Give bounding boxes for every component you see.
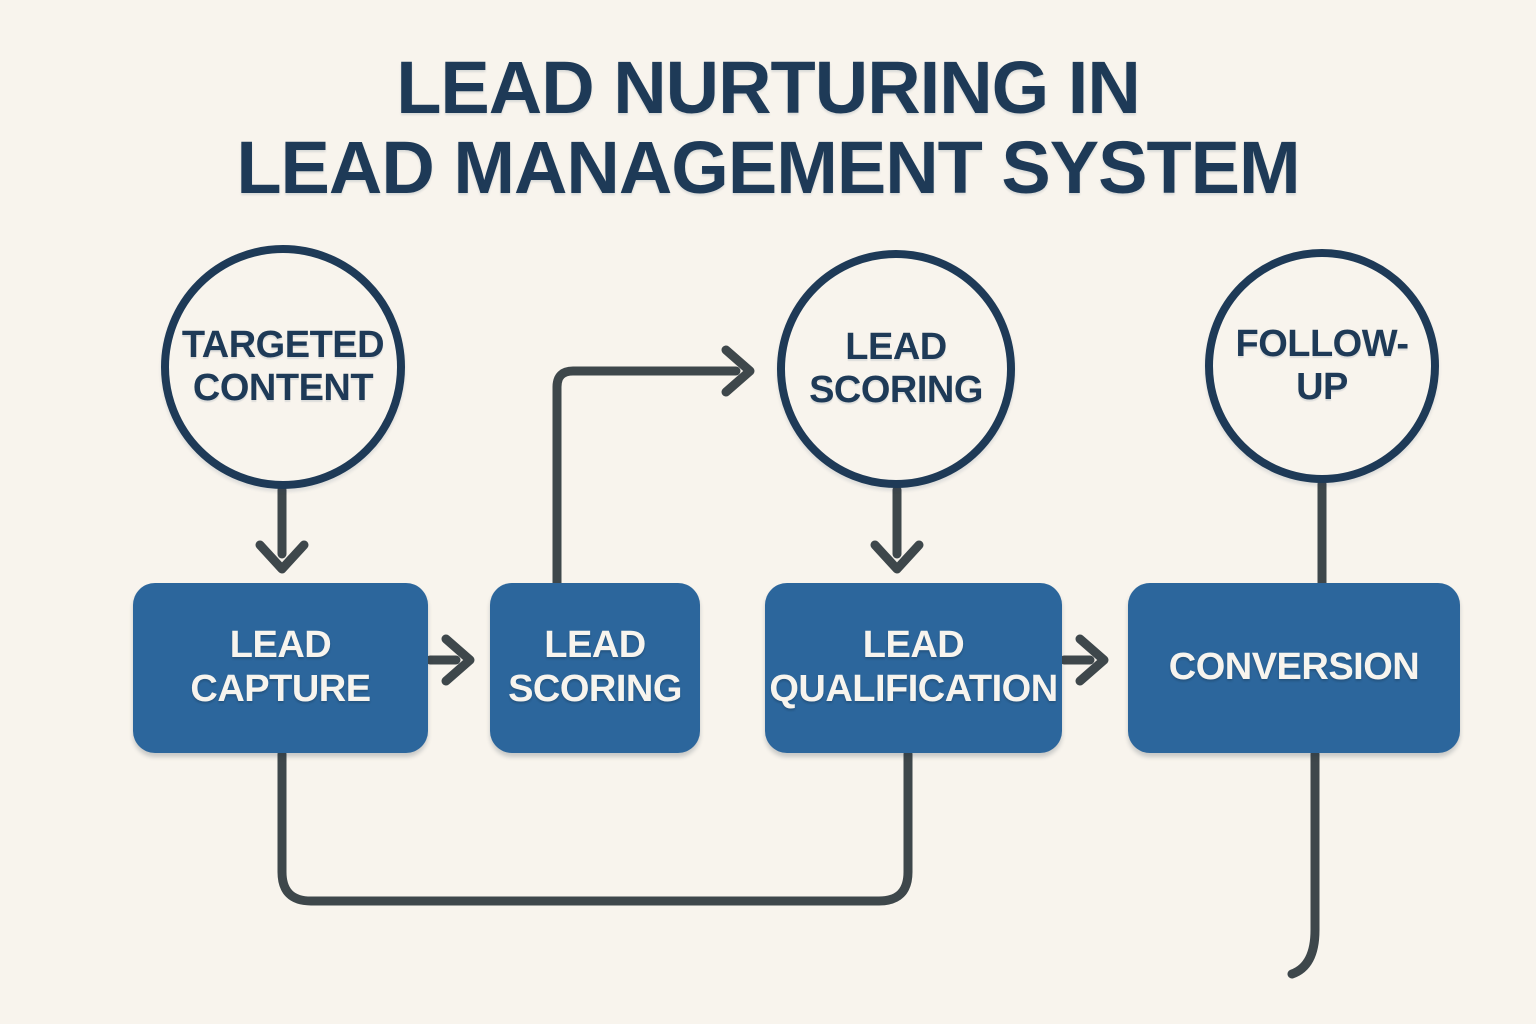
box-node-lead-qualification: LEAD QUALIFICATION: [765, 583, 1062, 753]
circle-label: FOLLOW-: [1235, 323, 1409, 366]
circle-label: SCORING: [809, 369, 983, 411]
arrow-lead-scoring-circle-to-qualification-head: [870, 540, 924, 574]
circle-label: UP: [1296, 366, 1348, 408]
box-label: SCORING: [508, 668, 682, 710]
circle-node-targeted-content: TARGETED CONTENT: [161, 245, 405, 489]
circle-label: LEAD: [845, 326, 947, 369]
box-label: CONVERSION: [1168, 646, 1420, 689]
page-title: LEAD NURTURING IN LEAD MANAGEMENT SYSTEM: [0, 48, 1536, 208]
box-label: LEAD: [862, 624, 965, 667]
box-label: CAPTURE: [190, 668, 371, 710]
box-node-lead-scoring: LEAD SCORING: [490, 583, 700, 753]
page-title-line-2: LEAD MANAGEMENT SYSTEM: [236, 125, 1300, 209]
page-title-line-1: LEAD NURTURING IN: [396, 46, 1141, 129]
arrow-lead-scoring-box-to-circle-head: [721, 345, 755, 397]
circle-label: TARGETED: [181, 324, 385, 367]
box-label: LEAD: [229, 624, 332, 667]
tail-below-conversion: [1287, 749, 1320, 979]
arrow-lead-qualification-to-conversion-head: [1075, 634, 1109, 686]
circle-label: CONTENT: [192, 367, 374, 409]
box-node-lead-capture: LEAD CAPTURE: [133, 583, 428, 753]
arrow-lead-scoring-box-to-circle-shaft: [552, 366, 741, 588]
circle-node-lead-scoring: LEAD SCORING: [777, 250, 1015, 488]
arrow-lead-capture-to-lead-scoring-head: [441, 634, 475, 686]
loop-lead-capture-to-lead-qualification: [277, 749, 913, 906]
arrow-targeted-content-to-lead-capture-head: [255, 540, 309, 574]
circle-node-follow-up: FOLLOW- UP: [1205, 249, 1439, 483]
box-node-conversion: CONVERSION: [1128, 583, 1460, 753]
box-label: LEAD: [544, 624, 646, 667]
box-label: QUALIFICATION: [769, 668, 1058, 710]
